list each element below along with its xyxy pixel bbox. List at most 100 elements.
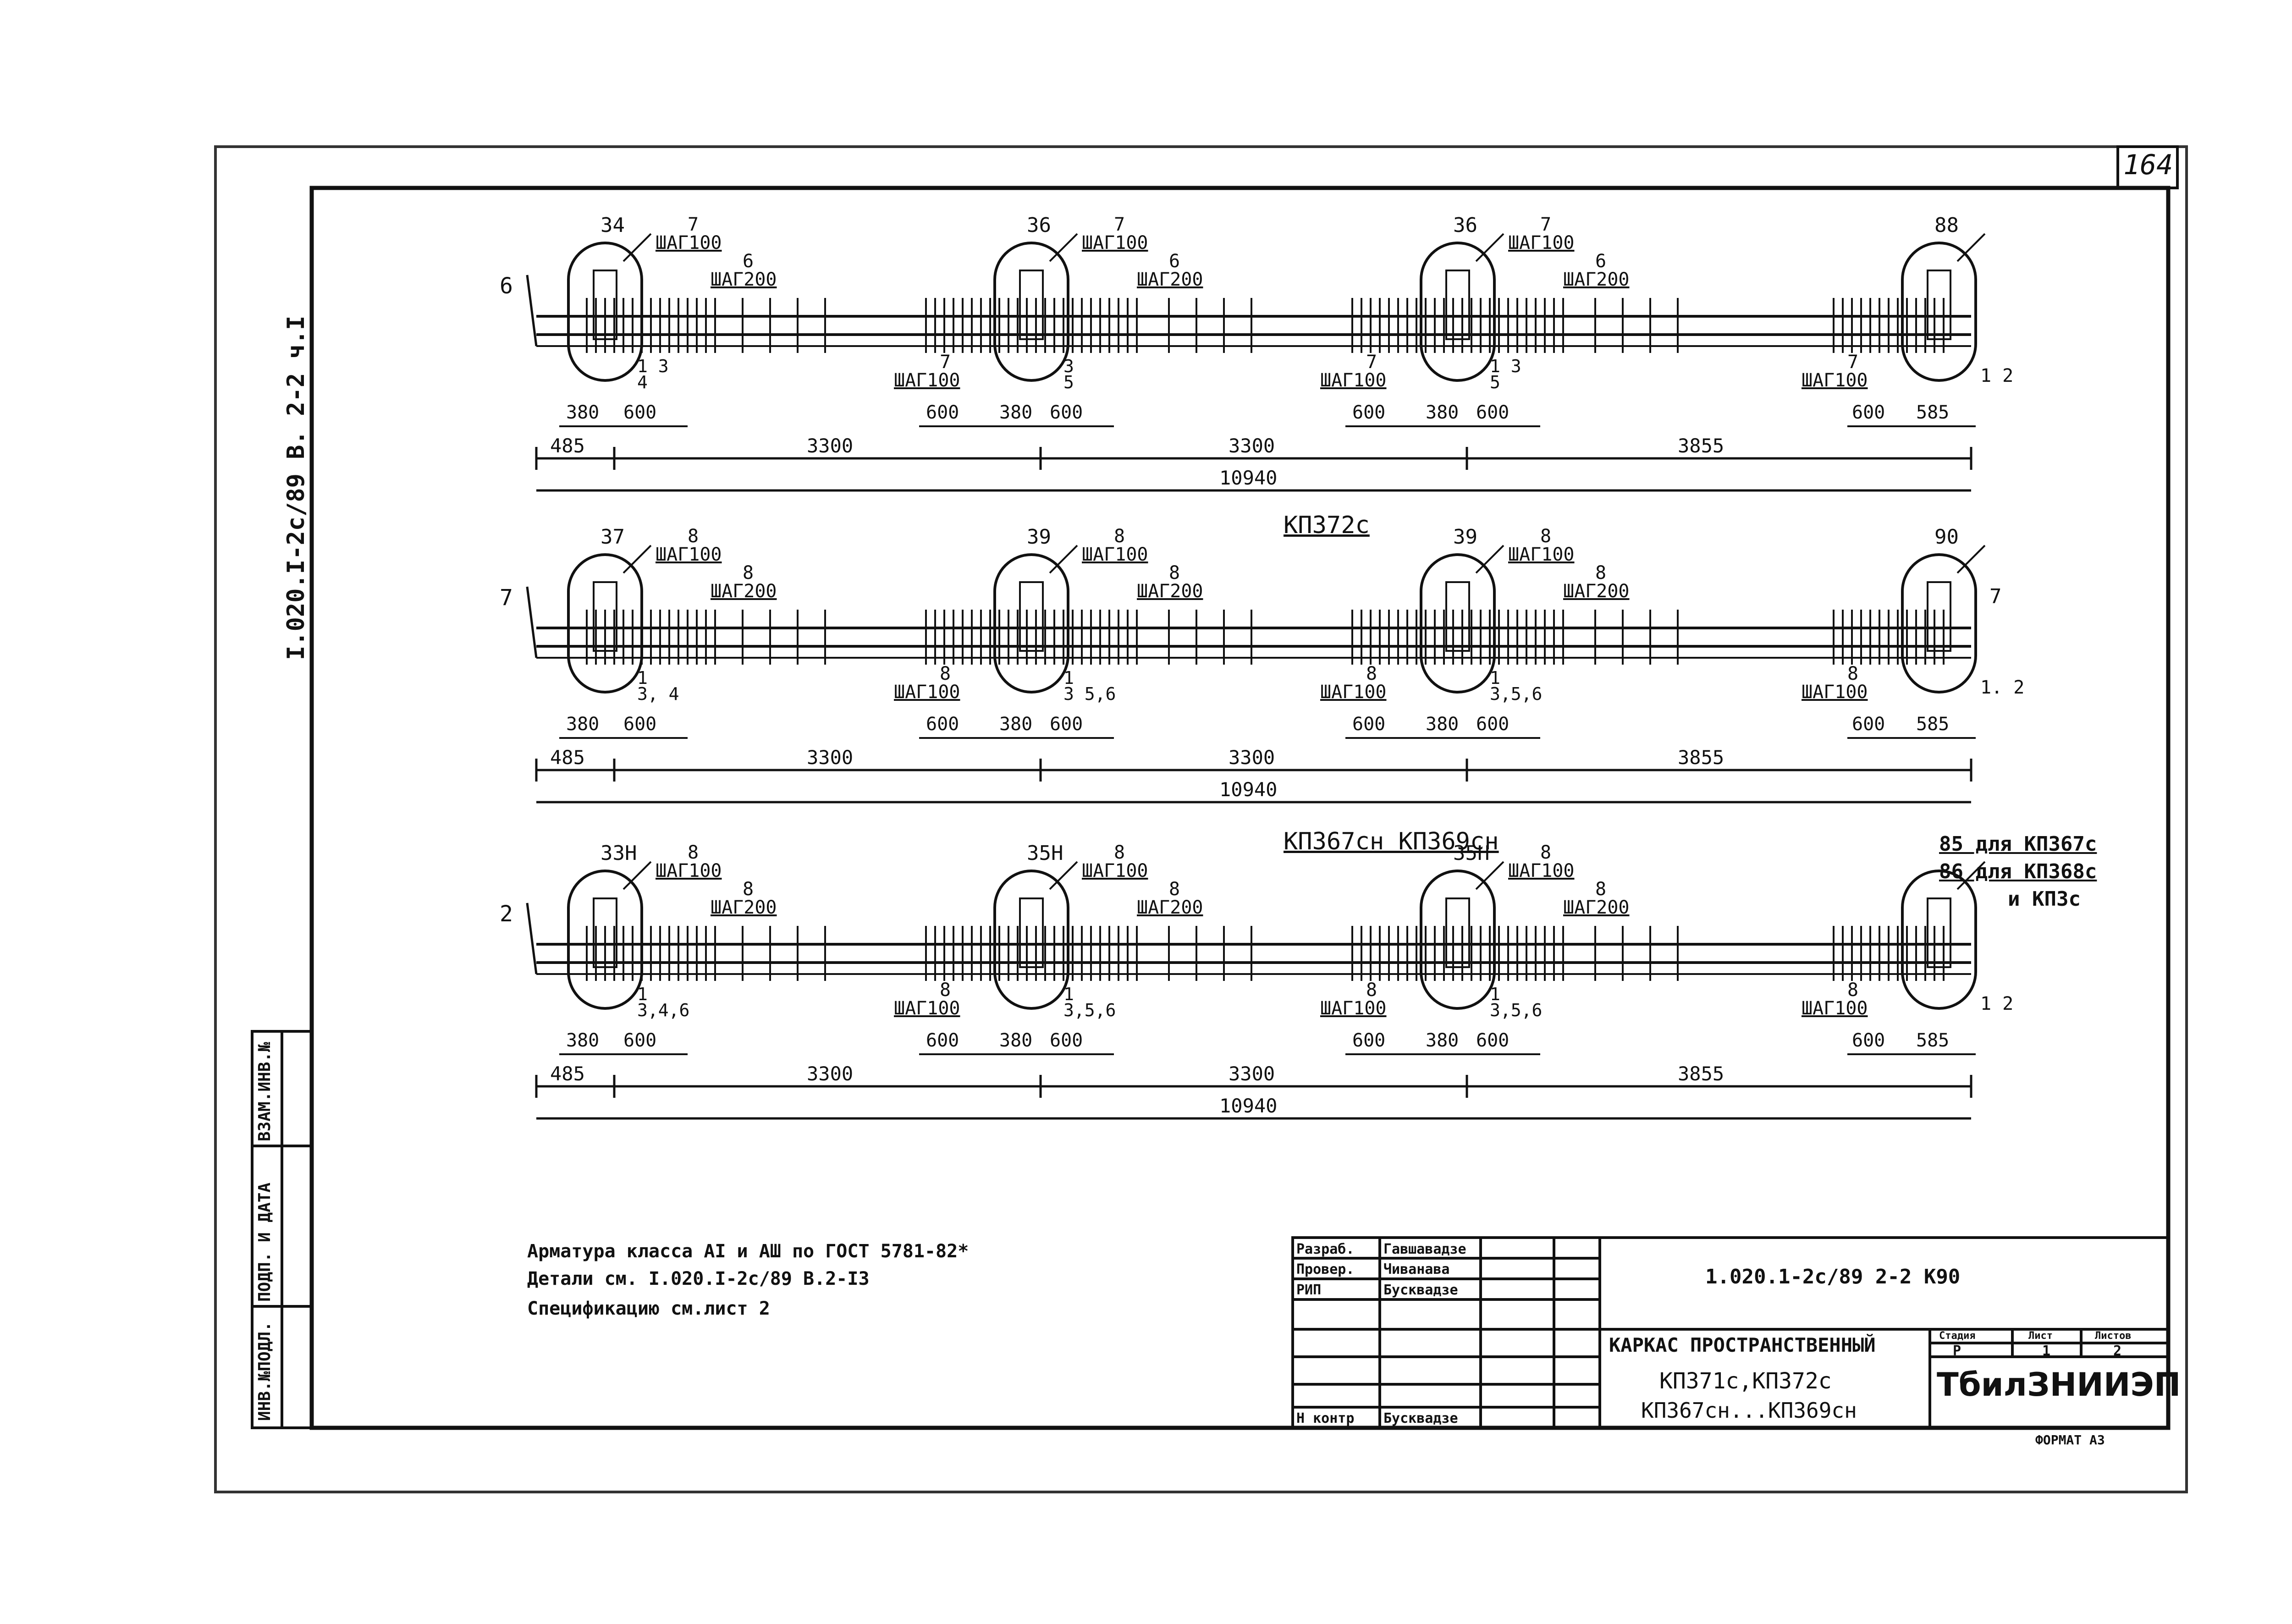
position-bottom: 1	[637, 984, 648, 1004]
bar-mark: 7	[940, 352, 951, 373]
side-code: I.020.I-2c/89 В. 2-2 ч.I	[282, 315, 310, 660]
title-block	[1291, 1236, 2170, 1429]
bar-mark: 8	[1169, 562, 1180, 584]
leader-line	[623, 861, 652, 890]
bar-mark: 8	[688, 842, 699, 863]
position-bottom: 4	[637, 372, 648, 392]
main-dim: 485	[550, 1062, 585, 1085]
step-label: ШАГ100	[1508, 860, 1575, 881]
node-oval	[1420, 242, 1496, 382]
main-dim: 485	[550, 746, 585, 769]
head-sheet: Лист	[2028, 1330, 2053, 1342]
frame-title: КП372с	[1284, 512, 1370, 539]
position-left: 7	[500, 585, 513, 611]
bar-mark: 8	[743, 879, 754, 900]
bar-mark: 8	[940, 663, 951, 684]
stamp-title-2: КП371с,КП372с	[1659, 1368, 1832, 1394]
inner-frame	[309, 186, 2171, 1430]
small-dim: 600	[926, 714, 959, 735]
leader-line	[1049, 861, 1078, 890]
main-dim: 3300	[807, 435, 854, 457]
bar-mark: 7	[1847, 352, 1859, 373]
node-detail	[593, 270, 617, 340]
main-dim: 3300	[1229, 746, 1275, 769]
step-label: ШАГ100	[1320, 998, 1387, 1019]
outer-border	[214, 145, 2188, 1493]
node-oval	[1901, 870, 1977, 1010]
organization: ТбилЗНИИЭП	[1937, 1366, 2181, 1404]
leader-line	[1049, 233, 1078, 262]
bar-mark: 8	[1366, 663, 1377, 684]
note-1: Арматура класса АI и АШ по ГОСТ 5781-82*	[527, 1241, 969, 1262]
main-dim: 3855	[1678, 746, 1725, 769]
small-dim: 380	[999, 1030, 1033, 1051]
small-dim: 600	[1050, 714, 1083, 735]
position-bottom: 3,5,6	[1490, 1000, 1543, 1020]
bar-mark: 8	[1114, 842, 1125, 863]
bar-mark: 8	[1540, 842, 1552, 863]
small-dim: 380	[999, 402, 1033, 423]
small-dim: 600	[1050, 1030, 1083, 1051]
note-2: Детали см. I.020.I-2c/89 В.2-I3	[527, 1268, 870, 1289]
step-label: ШАГ100	[1508, 232, 1575, 253]
main-dim: 3300	[807, 1062, 854, 1085]
main-dim: 3300	[1229, 435, 1275, 457]
name-1: Гавшавадзе	[1383, 1241, 1466, 1257]
node-oval	[1901, 553, 1977, 694]
node-label: 35Н	[1027, 842, 1063, 865]
position-bottom: 1	[1063, 668, 1074, 688]
note-right: 85 для КП367с	[1939, 832, 2097, 856]
step-label: ШАГ100	[1082, 232, 1148, 253]
main-dim: 3300	[1229, 1062, 1275, 1085]
position-bottom: 1	[1490, 984, 1500, 1004]
position-bottom: 5	[1063, 372, 1074, 392]
step-label: ШАГ200	[1137, 581, 1203, 602]
step-label: ШАГ200	[711, 581, 777, 602]
total-dim: 10940	[1219, 778, 1278, 801]
node-oval	[567, 553, 643, 694]
small-dim: 600	[1476, 1030, 1510, 1051]
node-oval	[1901, 242, 1977, 382]
node-oval	[1420, 553, 1496, 694]
position-bottom: 3,5,6	[1490, 684, 1543, 704]
node-label: 36	[1027, 214, 1051, 237]
small-dim: 585	[1916, 402, 1950, 423]
bar-mark: 8	[1114, 526, 1125, 547]
node-oval	[993, 242, 1069, 382]
bent-end	[526, 586, 538, 658]
node-label: 39	[1453, 525, 1477, 549]
small-dim: 600	[1352, 714, 1386, 735]
node-label: 90	[1934, 525, 1959, 549]
stamp-title-1: КАРКАС ПРОСТРАНСТВЕННЫЙ	[1609, 1334, 1876, 1356]
bar-mark: 8	[1540, 526, 1552, 547]
position-right: 1. 2	[1980, 677, 2025, 698]
leader-line	[1956, 545, 1986, 574]
node-label: 88	[1934, 214, 1959, 237]
bar-mark: 7	[1114, 214, 1125, 235]
step-label: ШАГ200	[1563, 269, 1630, 290]
node-oval	[993, 870, 1069, 1010]
bar-mark: 7	[1540, 214, 1552, 235]
leader-line	[1475, 545, 1504, 574]
node-detail	[1445, 897, 1470, 968]
format-label: ФОРМАТ А3	[2035, 1432, 2105, 1448]
step-label: ШАГ100	[894, 370, 960, 391]
bar-mark: 8	[1366, 980, 1377, 1001]
position-bottom: 1 3	[637, 356, 669, 376]
small-dim: 380	[1426, 714, 1459, 735]
node-label: 34	[601, 214, 625, 237]
leader-line	[1956, 861, 1986, 890]
step-label: ШАГ100	[1802, 682, 1868, 703]
total-dim: 10940	[1219, 1095, 1278, 1117]
small-dim: 600	[623, 714, 657, 735]
step-label: ШАГ100	[1320, 370, 1387, 391]
small-dim: 600	[1352, 1030, 1386, 1051]
small-dim: 600	[926, 402, 959, 423]
small-dim: 585	[1916, 1030, 1950, 1051]
step-label: ШАГ100	[1802, 998, 1868, 1019]
small-dim: 380	[566, 402, 600, 423]
position-bottom: 1	[637, 668, 648, 688]
position-left: 6	[500, 273, 513, 299]
node-oval	[993, 553, 1069, 694]
note-right: и КП3с	[2008, 887, 2081, 911]
